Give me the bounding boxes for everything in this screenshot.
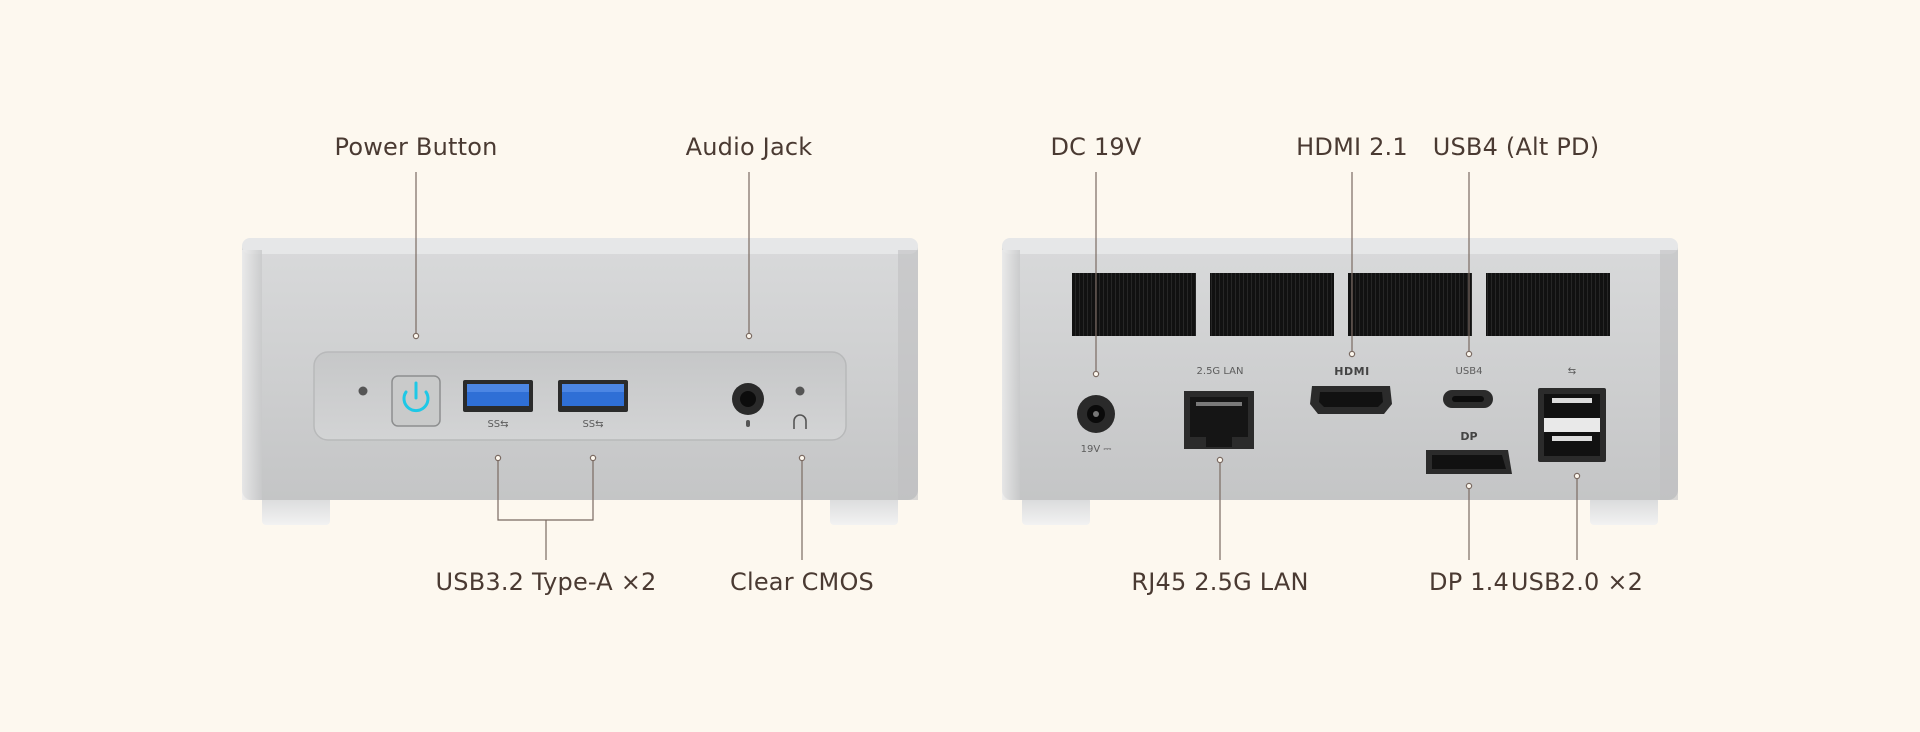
- rear-foot-right: [1590, 497, 1658, 525]
- cmos-mark: [793, 414, 807, 429]
- hdmi-port-mark: HDMI: [1334, 365, 1370, 378]
- vent-3: [1348, 273, 1472, 336]
- usb-a-port-1: [463, 380, 533, 412]
- front-device: [242, 238, 918, 525]
- dc-jack-shape: [1077, 395, 1115, 433]
- vent-2: [1210, 273, 1334, 336]
- callout-dp: DP 1.4: [1429, 568, 1509, 596]
- hdmi-port-shape: [1310, 386, 1392, 414]
- audio-jack-shape: [732, 383, 764, 427]
- usb2-logo-icon: ⇆: [1567, 366, 1577, 377]
- dc-port-mark: 19V ⎓: [1080, 444, 1112, 455]
- vent-4: [1486, 273, 1610, 336]
- callout-usb2: USB2.0 ×2: [1510, 568, 1644, 596]
- clear-cmos-pinhole: [795, 386, 805, 396]
- front-foot-right: [830, 495, 898, 525]
- callout-usb4: USB4 (Alt PD): [1432, 133, 1600, 161]
- callout-power-button: Power Button: [334, 133, 498, 161]
- front-panel: [313, 351, 847, 441]
- callout-usb-type-a: USB3.2 Type-A ×2: [435, 568, 657, 596]
- rj45-port-shape: [1184, 391, 1254, 449]
- power-button-shape: [391, 375, 441, 427]
- usb1-ss-mark: SS⇆: [487, 419, 509, 430]
- callout-dc: DC 19V: [1050, 133, 1142, 161]
- usb-c-port-shape: [1443, 390, 1493, 408]
- rear-device: [1002, 238, 1678, 525]
- usb2-ports-shape: [1538, 388, 1606, 462]
- callout-audio-jack: Audio Jack: [685, 133, 813, 161]
- callout-hdmi: HDMI 2.1: [1296, 133, 1408, 161]
- status-led: [358, 386, 368, 396]
- callout-clear-cmos: Clear CMOS: [730, 568, 874, 596]
- dp-port-mark: DP: [1460, 430, 1478, 443]
- usb4-port-mark: USB4: [1455, 366, 1483, 377]
- usb2-ss-mark: SS⇆: [582, 419, 604, 430]
- leader-usb-a: [497, 460, 594, 521]
- vent-1: [1072, 273, 1196, 336]
- rear-foot-left: [1022, 497, 1090, 525]
- lan-port-mark: 2.5G LAN: [1196, 366, 1244, 377]
- leader-lines: [412, 172, 1581, 560]
- front-chassis: [242, 238, 918, 500]
- front-foot-left: [262, 495, 330, 525]
- usb-a-port-2: [558, 380, 628, 412]
- callout-rj45: RJ45 2.5G LAN: [1131, 568, 1309, 596]
- dp-port-shape: [1426, 450, 1512, 474]
